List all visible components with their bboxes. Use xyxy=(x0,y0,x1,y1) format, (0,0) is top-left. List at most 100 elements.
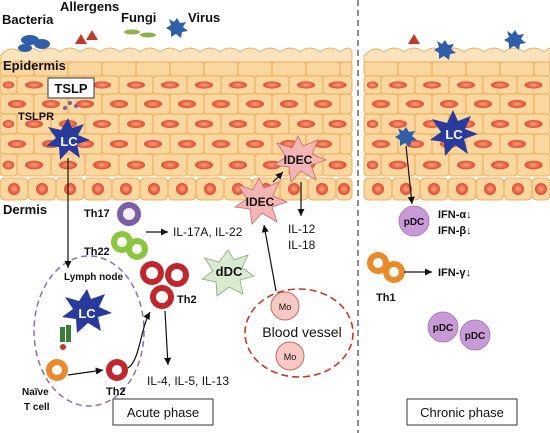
nucleus xyxy=(328,160,347,170)
nucleus xyxy=(176,183,188,195)
epidermis-label: Epidermis xyxy=(3,58,66,73)
keratinocyte xyxy=(431,61,467,77)
nucleus xyxy=(93,120,111,128)
keratinocyte xyxy=(305,61,341,77)
nucleus xyxy=(491,120,509,128)
nucleus xyxy=(524,160,543,170)
bacteria-label: Bacteria xyxy=(2,12,54,27)
nucleus xyxy=(512,183,524,195)
th2-upper-label: Th2 xyxy=(177,294,197,306)
epidermis-layer xyxy=(0,47,550,201)
keratinocyte xyxy=(169,61,205,77)
pdc-lower-right-label: pDC xyxy=(465,331,486,342)
th22-label: Th22 xyxy=(84,246,110,258)
nucleus xyxy=(64,183,76,195)
nucleus xyxy=(474,100,492,108)
nucleus xyxy=(491,81,509,89)
nucleus xyxy=(440,100,458,108)
keratinocyte xyxy=(397,61,433,77)
keratinocyte xyxy=(339,93,353,115)
nucleus xyxy=(508,100,526,108)
nucleus xyxy=(8,100,26,108)
nucleus xyxy=(535,183,547,195)
nucleus xyxy=(144,100,162,108)
nucleus xyxy=(423,81,441,89)
dermis-label: Dermis xyxy=(3,202,47,217)
nucleus xyxy=(366,120,379,128)
monocyte-upper-icon xyxy=(270,291,300,321)
t-cell-label: T cell xyxy=(24,402,50,413)
ifn-beta-label: IFN-β↓ xyxy=(438,225,472,237)
keratinocyte xyxy=(465,61,501,77)
fungi-label: Fungi xyxy=(121,10,156,25)
idec-upper-label: IDEC xyxy=(284,153,313,167)
nucleus xyxy=(212,100,230,108)
nucleus xyxy=(8,183,20,195)
th17-cell-icon xyxy=(117,202,141,226)
idec-cell-upper-icon xyxy=(272,135,328,183)
nucleus xyxy=(524,81,543,89)
nucleus xyxy=(491,160,509,170)
chronic-phase-box xyxy=(406,398,518,426)
lymph-node-outline xyxy=(33,255,145,407)
allergens-label: Allergens xyxy=(60,0,119,14)
nucleus xyxy=(484,183,496,195)
th2-cell-cluster-icon xyxy=(140,261,189,309)
nucleus xyxy=(212,140,230,148)
ifn-gamma-label: IFN-γ↓ xyxy=(438,267,471,279)
nucleus xyxy=(456,183,468,195)
keratinocyte xyxy=(339,61,353,77)
nucleus xyxy=(428,183,440,195)
nucleus xyxy=(25,81,43,89)
idec-cell-lower-icon xyxy=(233,177,289,225)
chronic-allergen-icon xyxy=(408,34,420,44)
il17a-il22-label: IL-17A, IL-22 xyxy=(173,225,243,239)
nucleus xyxy=(423,160,441,170)
nucleus xyxy=(366,81,379,89)
keratinocyte xyxy=(533,93,550,115)
il12-label: IL-12 xyxy=(288,222,316,236)
keratinocyte xyxy=(271,61,307,77)
nucleus xyxy=(297,120,315,128)
th17-label: Th17 xyxy=(84,208,110,220)
nucleus xyxy=(263,81,281,89)
nucleus xyxy=(372,140,390,148)
il18-label: IL-18 xyxy=(288,238,316,252)
lc-lymph-node-icon xyxy=(62,289,112,333)
nucleus xyxy=(178,140,196,148)
th2-lymph-label: Th2 xyxy=(106,386,126,398)
lc-cell-acute-icon xyxy=(46,118,90,160)
nucleus xyxy=(2,120,15,128)
tslp-dots xyxy=(63,101,78,110)
ifn-alpha-label: IFN-α↓ xyxy=(438,209,472,221)
antigen-presentation-icon xyxy=(60,325,71,350)
acute-phase-box xyxy=(112,398,214,426)
pdc-lower-left-icon xyxy=(427,311,459,343)
nucleus xyxy=(25,120,43,128)
keratinocyte xyxy=(533,133,550,155)
naive-label: Naïve xyxy=(22,387,49,398)
nucleus xyxy=(127,120,145,128)
nucleus xyxy=(76,100,94,108)
nucleus xyxy=(110,100,128,108)
nucleus xyxy=(25,160,43,170)
pdc-upper-label: pDC xyxy=(404,217,425,228)
nucleus xyxy=(366,160,379,170)
pdc-lower-left-label: pDC xyxy=(433,323,454,334)
nucleus xyxy=(314,100,332,108)
nucleus xyxy=(178,100,196,108)
nucleus xyxy=(93,160,111,170)
th1-cell-icon xyxy=(367,252,405,283)
nucleus xyxy=(389,120,407,128)
lc-chronic-label: LC xyxy=(445,127,463,142)
tslpr-label: TSLPR xyxy=(18,111,54,123)
nucleus xyxy=(524,120,543,128)
nucleus xyxy=(372,100,390,108)
chronic-phase-label: Chronic phase xyxy=(420,405,504,420)
nucleus xyxy=(229,160,247,170)
chronic-small-virus-icon xyxy=(395,127,417,147)
nucleus xyxy=(127,160,145,170)
nucleus xyxy=(246,140,264,148)
nucleus xyxy=(229,120,247,128)
nucleus xyxy=(127,81,145,89)
